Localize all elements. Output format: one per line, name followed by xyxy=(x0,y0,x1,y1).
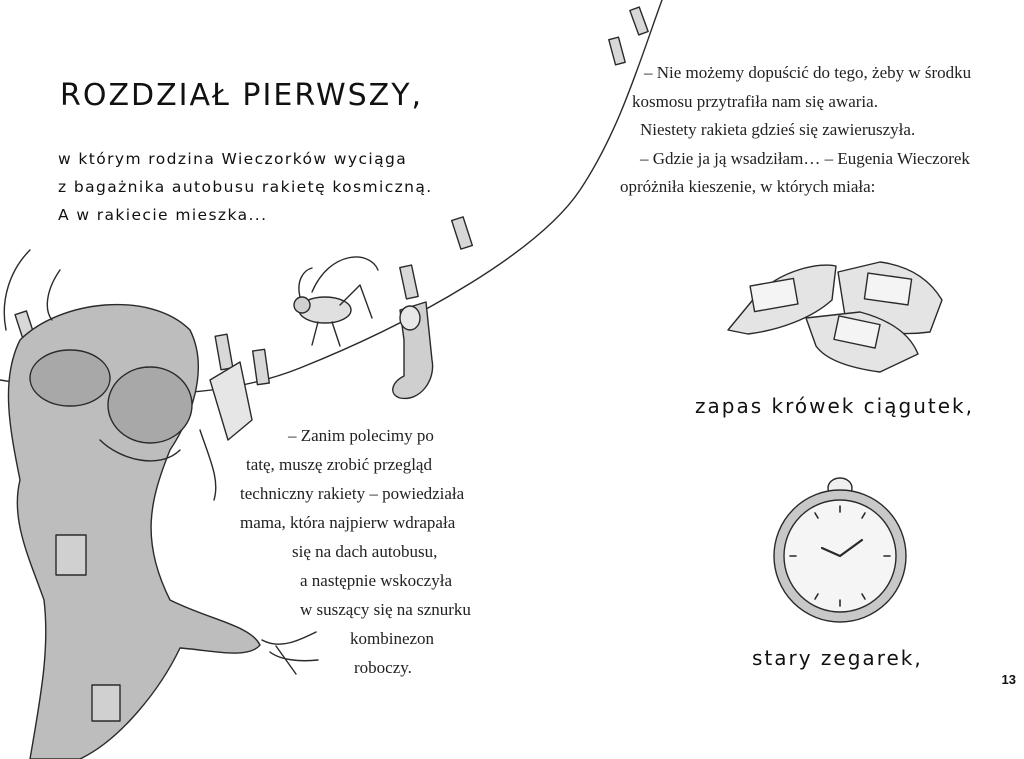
paragraph-line: opróżniła kieszenie, w których miała: xyxy=(620,177,876,196)
right-paragraph: – Nie możemy dopuścić do tego, żeby w śr… xyxy=(620,59,971,202)
subtitle-line: z bagażnika autobusu rakietę kosmiczną. xyxy=(58,178,433,196)
chapter-subtitle: w którym rodzina Wieczorków wyciąga z ba… xyxy=(58,145,433,229)
paragraph-line: techniczny rakiety – powiedziała xyxy=(240,484,465,503)
subtitle-line: w którym rodzina Wieczorków wyciąga xyxy=(58,150,408,168)
paragraph-line: – Zanim polecimy po xyxy=(288,426,434,445)
paragraph-line: tatę, muszę zrobić przegląd xyxy=(246,455,432,474)
clothespin-icon xyxy=(14,6,649,386)
paragraph-line: a następnie wskoczyła xyxy=(300,571,452,590)
paragraph-line: mama, która najpierw wdrapała xyxy=(240,513,456,532)
paragraph-line: roboczy. xyxy=(354,658,412,677)
pocket-watch-icon xyxy=(773,477,907,623)
paragraph-line: kosmosu przytrafiła nam się awaria. xyxy=(632,91,878,111)
candies-caption: zapas krówek ciągutek, xyxy=(695,394,974,418)
paragraph-line: – Gdzie ja ją wsadziłam… – Eugenia Wiecz… xyxy=(640,148,970,168)
chapter-title: ROZDZIAŁ PIERWSZY, xyxy=(60,78,424,113)
overalls-illustration xyxy=(3,249,319,759)
candy-wrappers-icon xyxy=(727,261,943,373)
watch-caption: stary zegarek, xyxy=(752,646,923,670)
paragraph-line: w suszący się na sznurku xyxy=(300,600,471,619)
paragraph-line: kombinezon xyxy=(350,629,435,648)
paragraph-line: Niestety rakieta gdzieś się zawieruszyła… xyxy=(640,120,916,139)
grasshopper-icon xyxy=(293,256,379,347)
paragraph-line: – Nie możemy dopuścić do tego, żeby w śr… xyxy=(644,63,972,82)
page-number: 13 xyxy=(1001,672,1016,687)
subtitle-line: A w rakiecie mieszka... xyxy=(58,206,268,224)
paragraph-line: się na dach autobusu, xyxy=(292,542,438,561)
